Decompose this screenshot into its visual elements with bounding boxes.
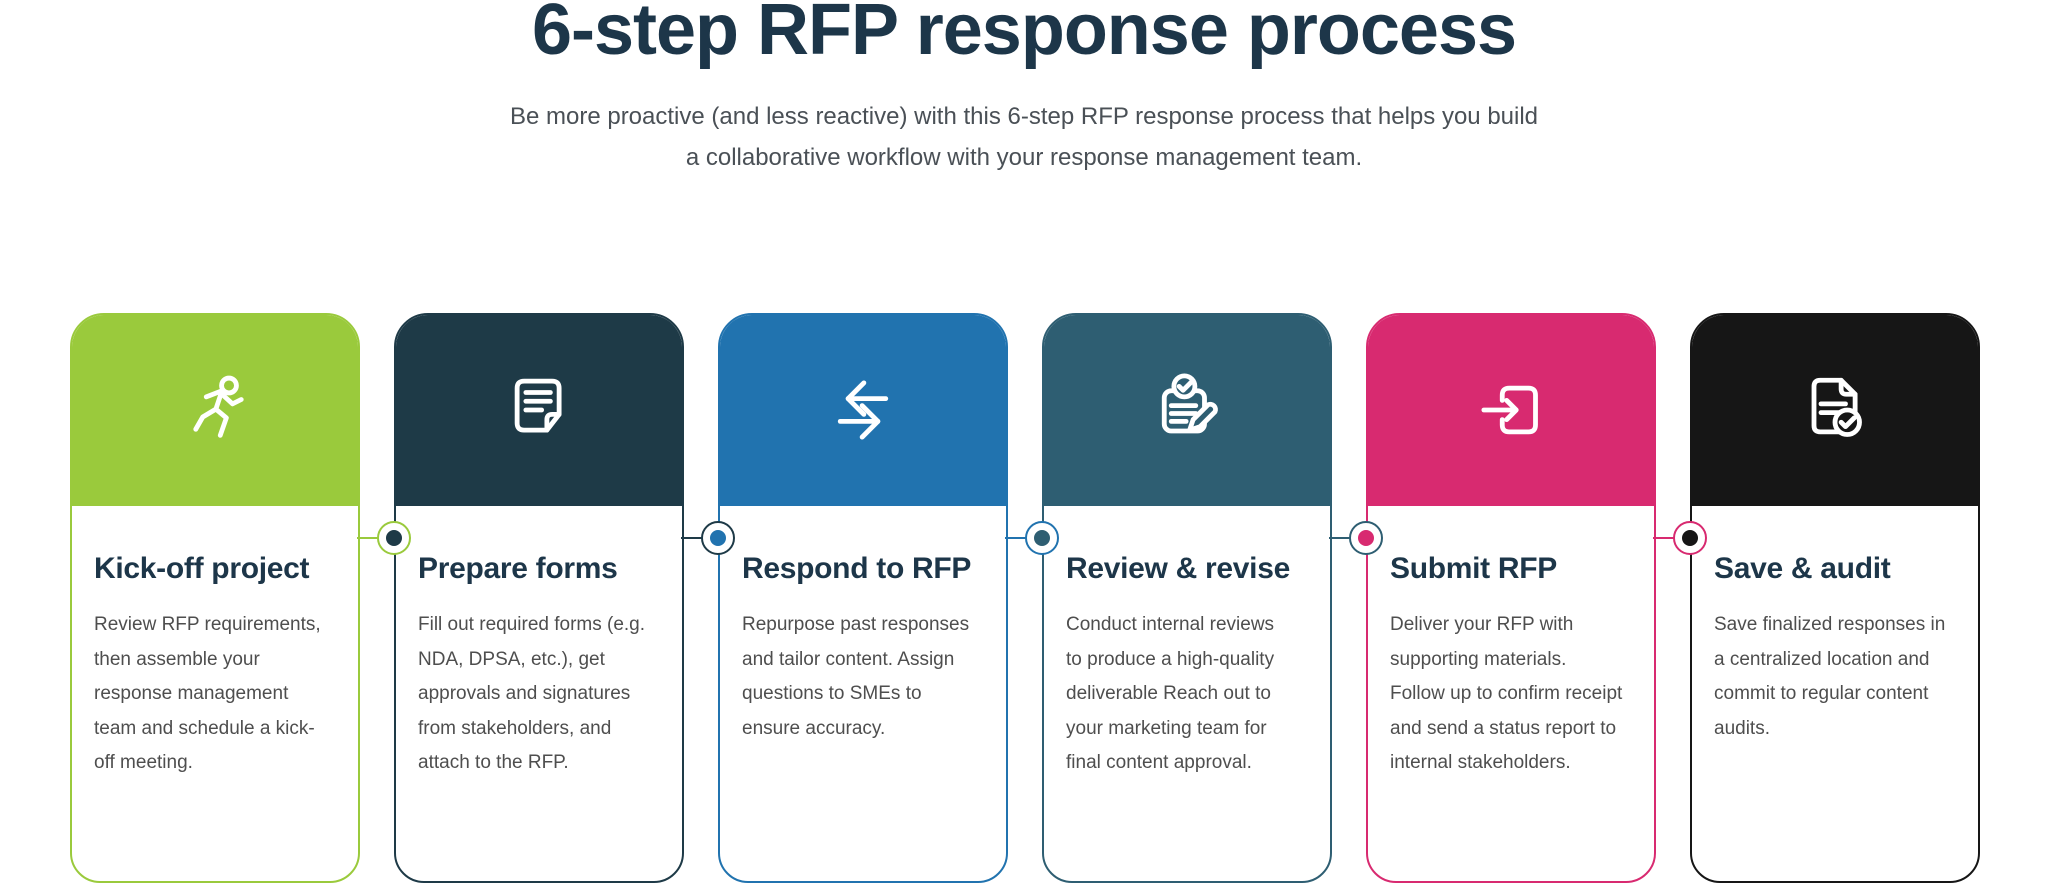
submit-arrow-icon [1481, 385, 1538, 435]
step-card-title: Prepare forms [418, 552, 618, 585]
runner-icon [193, 375, 244, 438]
step-card-header [1368, 315, 1654, 506]
document-check-icon [1811, 377, 1862, 437]
step-card-review-revise: Review & revise Conduct internal reviews… [1042, 313, 1332, 883]
clipboard-check-pencil-icon [1161, 373, 1218, 434]
step-card-header [1044, 315, 1330, 506]
connector-dot [377, 521, 411, 555]
step-card-description: Fill out required forms (e.g.NDA, DPSA, … [418, 614, 646, 773]
step-card-title: Respond to RFP [742, 552, 972, 585]
page-subtitle: Be more proactive (and less reactive) wi… [0, 96, 2048, 178]
connector-dot [1673, 521, 1707, 555]
steps-row: Kick-off project Review RFP requirements… [70, 313, 1980, 883]
connector-line [357, 537, 378, 539]
step-card-body: Review & revise Conduct internal reviews… [1044, 506, 1330, 781]
step-card-body: Save & audit Save finalized responses in… [1692, 506, 1978, 746]
step-card-save-audit: Save & audit Save finalized responses in… [1690, 313, 1980, 883]
step-card-kick-off-project: Kick-off project Review RFP requirements… [70, 313, 360, 883]
document-lines-icon [514, 378, 562, 433]
step-card-description: Review RFP requirements,then assemble yo… [94, 614, 321, 773]
subtitle-line-1: Be more proactive (and less reactive) wi… [509, 103, 1539, 130]
step-card-title: Save & audit [1714, 552, 1891, 585]
connector-dot [1025, 521, 1059, 555]
swap-arrows-icon [837, 380, 889, 440]
step-card-header [396, 315, 682, 506]
connector-line [681, 537, 702, 539]
step-card-header [72, 315, 358, 506]
step-card-body: Kick-off project Review RFP requirements… [72, 506, 358, 781]
page-title: 6-step RFP response process [531, 0, 1517, 70]
step-card-prepare-forms: Prepare forms Fill out required forms (e… [394, 313, 684, 883]
connector-line [1653, 537, 1674, 539]
connector-dot [1349, 521, 1383, 555]
step-card-header [1692, 315, 1978, 506]
step-card-title: Submit RFP [1390, 552, 1557, 585]
step-card-header [720, 315, 1006, 506]
step-card-title: Review & revise [1066, 552, 1290, 585]
connector-dot [701, 521, 735, 555]
subtitle-line-2: a collaborative workflow with your respo… [685, 144, 1363, 171]
step-card-title: Kick-off project [94, 552, 310, 585]
step-card-body: Prepare forms Fill out required forms (e… [396, 506, 682, 781]
connector-line [1005, 537, 1026, 539]
connector-line [1329, 537, 1350, 539]
